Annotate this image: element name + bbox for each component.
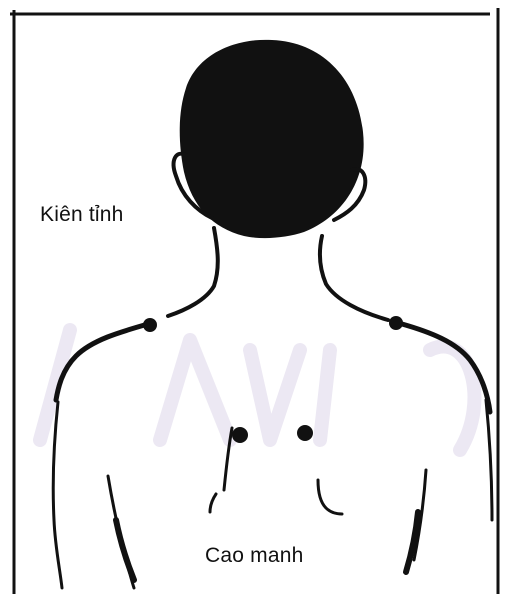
kien-tinh-label: Kiên tỉnh bbox=[40, 203, 124, 227]
hair bbox=[180, 40, 364, 238]
cao-manh-left-point bbox=[232, 427, 248, 443]
kien-tinh-left-point bbox=[143, 318, 157, 332]
watermark bbox=[40, 330, 474, 450]
head bbox=[174, 40, 366, 238]
body-outline bbox=[53, 228, 492, 588]
cao-manh-right-point bbox=[297, 425, 313, 441]
cao-manh-label: Cao manh bbox=[205, 544, 304, 568]
kien-tinh-right-point bbox=[389, 316, 403, 330]
